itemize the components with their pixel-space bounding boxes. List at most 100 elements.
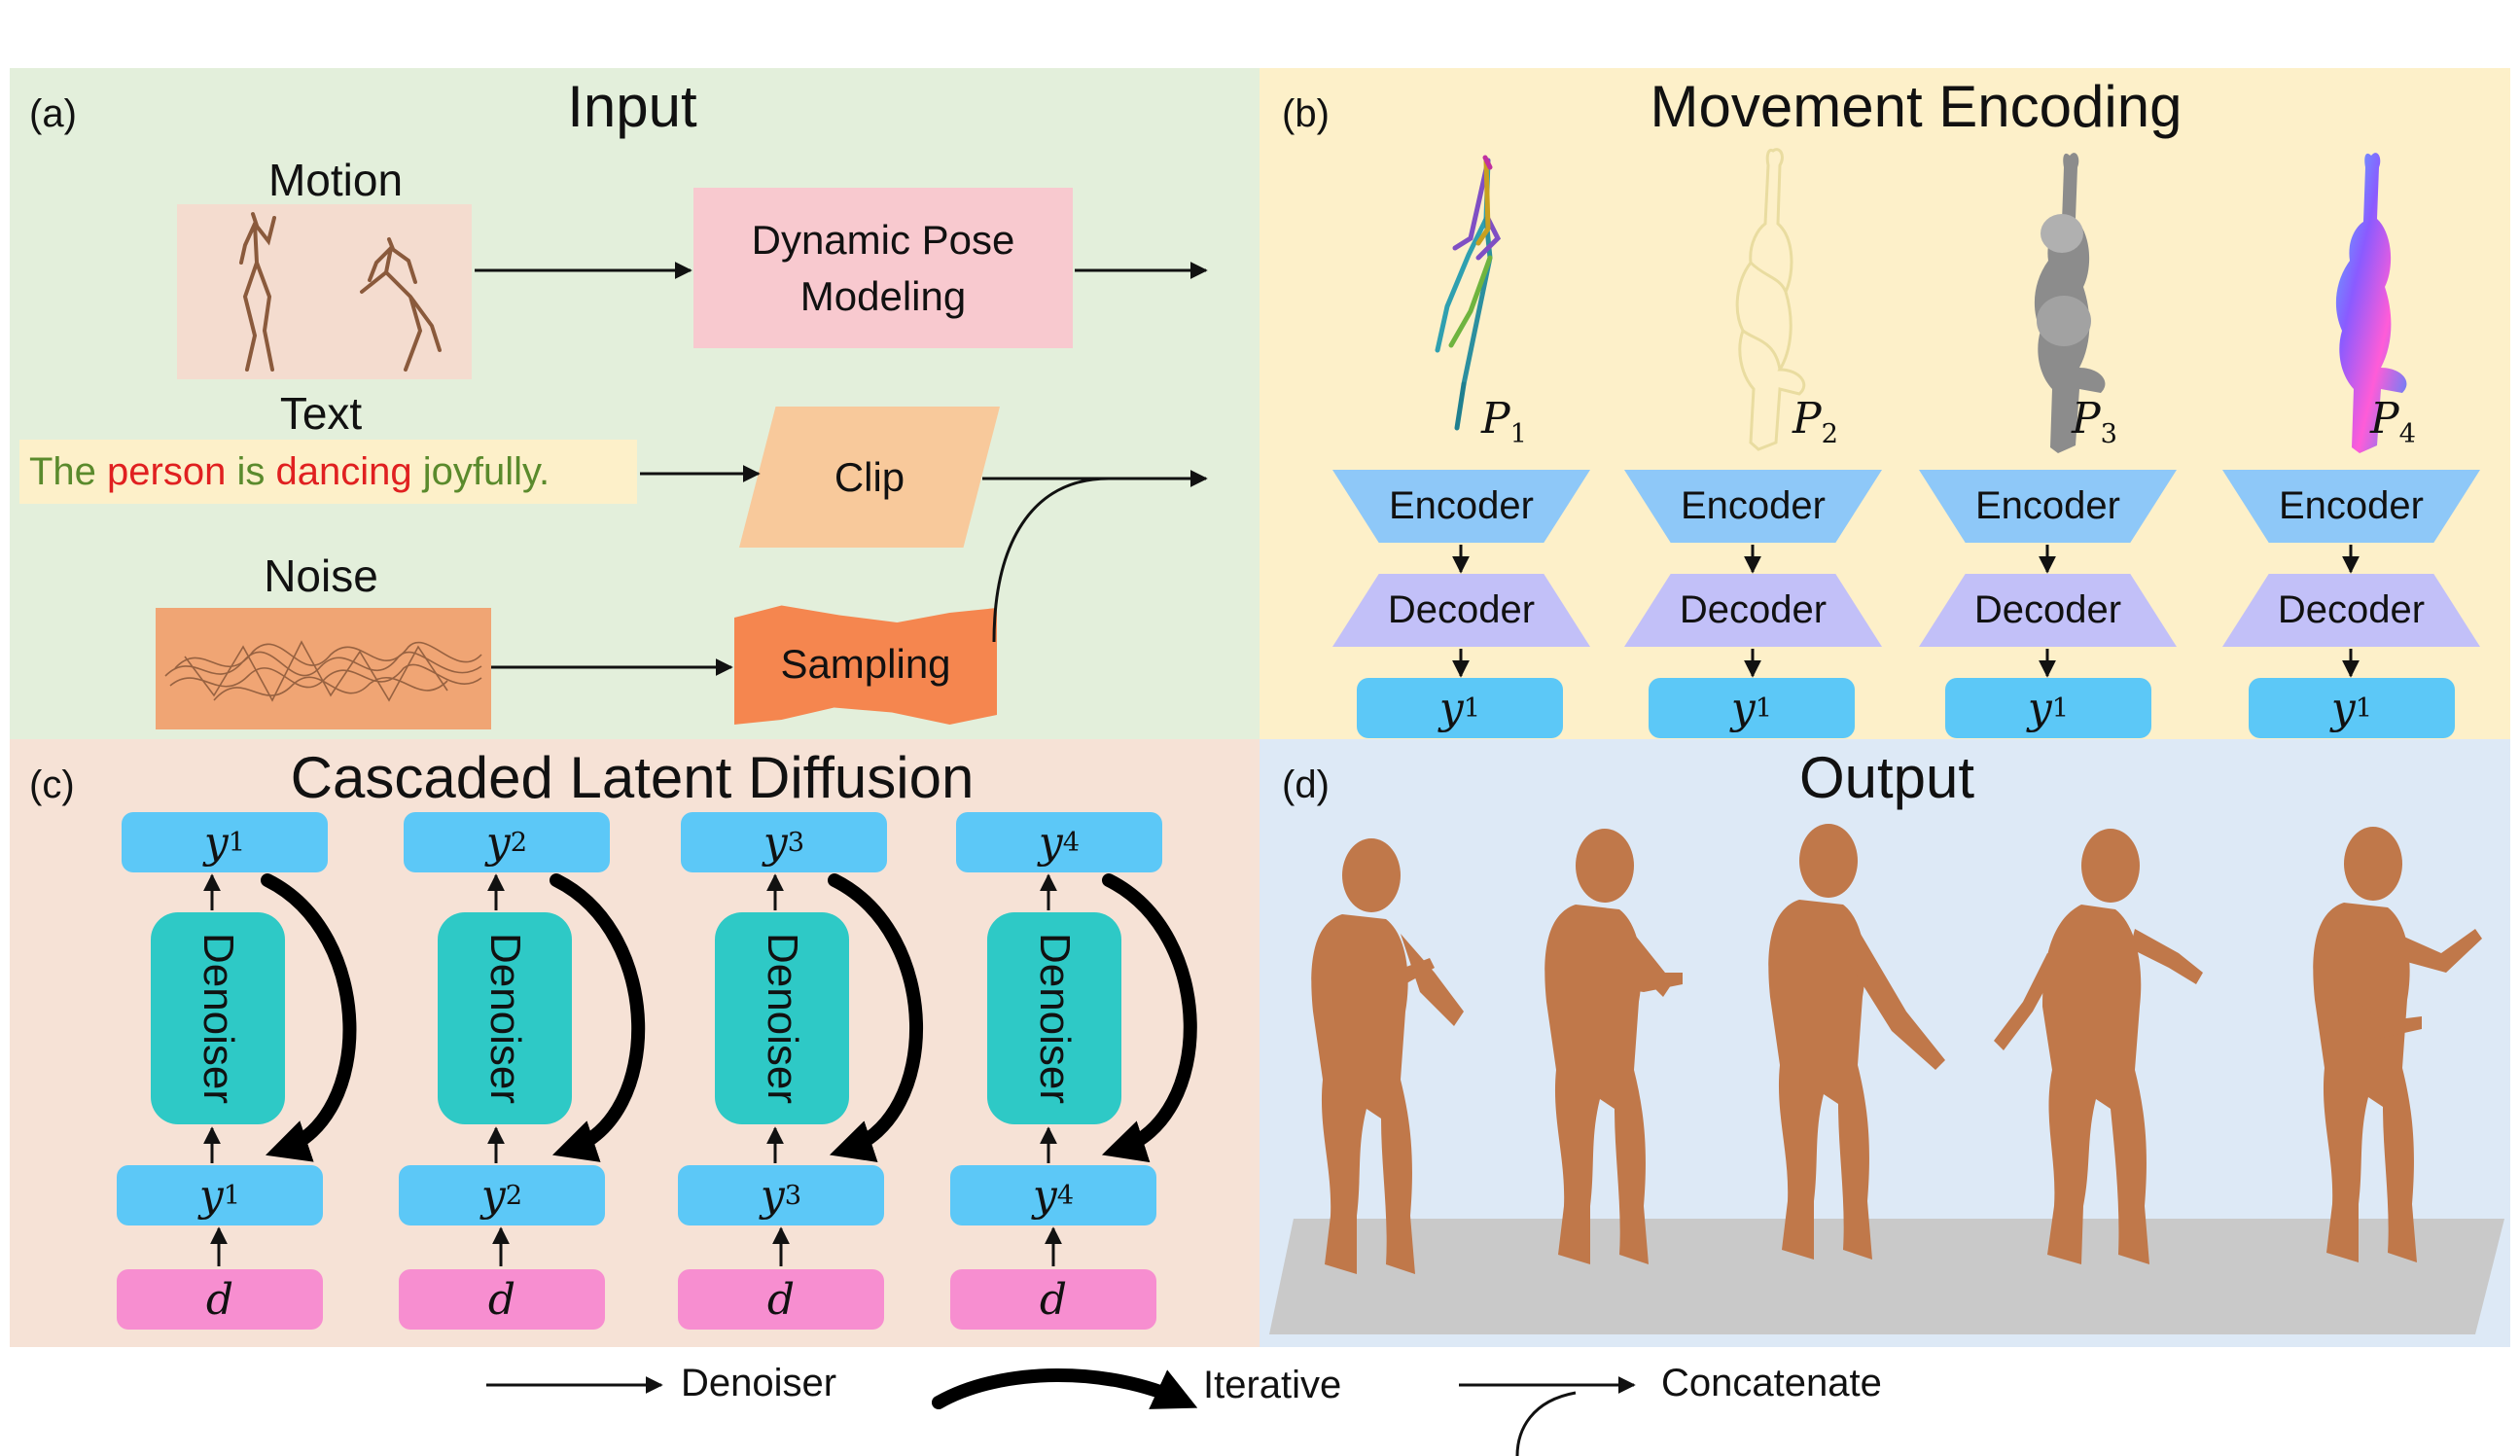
d-3-label: d xyxy=(766,1274,796,1325)
human-figure-1 xyxy=(1311,838,1464,1274)
top-y1-base: y xyxy=(203,817,229,868)
sampling-box: Sampling xyxy=(734,605,997,725)
decoder-2-label: Decoder xyxy=(1679,588,1828,631)
decoder-2: Decoder xyxy=(1624,574,1882,647)
iterative-arrow-4 xyxy=(1101,873,1197,1163)
legend-iterative-arrow xyxy=(932,1368,1198,1409)
motion-label: Motion xyxy=(267,155,404,205)
encoder-2-label: Encoder xyxy=(1681,484,1826,527)
p2-label: P2 xyxy=(1792,394,1838,449)
top-y4-sub: 4 xyxy=(1062,827,1081,858)
bot-y2-sub: 2 xyxy=(505,1180,523,1211)
iterative-arrow-3 xyxy=(828,873,924,1162)
panel-d-tag: (d) xyxy=(1282,764,1330,806)
noise-label: Noise xyxy=(264,550,378,601)
p3-label: P3 xyxy=(2072,394,2117,449)
decoder-3: Decoder xyxy=(1919,574,2177,647)
decoder-1-label: Decoder xyxy=(1387,588,1536,631)
encoder-1: Encoder xyxy=(1332,470,1590,543)
denoiser-4: Denoiser xyxy=(987,912,1121,1124)
p2-sub: 2 xyxy=(1821,418,1838,449)
human-figure-4 xyxy=(1994,829,2203,1264)
prompt-word-is: is xyxy=(226,449,276,493)
gray-mesh-body-icon xyxy=(2034,153,2106,453)
prompt-word-joyfully: joyfully. xyxy=(411,449,550,493)
top-y4-base: y xyxy=(1038,817,1063,868)
panel-d-title: Output xyxy=(1798,745,1975,810)
prompt-word-person: person xyxy=(107,449,227,493)
bot-y4-base: y xyxy=(1032,1170,1057,1221)
d-4-label: d xyxy=(1039,1274,1068,1325)
encoder-3-label: Encoder xyxy=(1975,484,2120,527)
human-figure-2 xyxy=(1544,829,1683,1264)
dancing-skeleton-icon xyxy=(239,212,442,372)
panel-c-tag: (c) xyxy=(29,764,75,806)
enc-y3-sub: 1 xyxy=(2051,692,2070,724)
legend-concatenate-label: Concatenate xyxy=(1661,1362,1882,1404)
clip-label: Clip xyxy=(834,453,905,500)
bot-y3-sub: 3 xyxy=(784,1180,802,1211)
panel-b-title: Movement Encoding xyxy=(1650,74,2183,139)
encoder-4: Encoder xyxy=(2222,470,2480,543)
skeleton-icon xyxy=(1435,155,1502,431)
d-input-1: d xyxy=(117,1269,323,1330)
text-label: Text xyxy=(279,388,363,439)
enc-y1-sub: 1 xyxy=(1463,692,1481,724)
p1-base: P xyxy=(1481,394,1510,444)
bot-y3-base: y xyxy=(760,1170,785,1221)
panel-a-tag: (a) xyxy=(29,92,77,135)
p4-label: P4 xyxy=(2370,394,2416,449)
bot-y1-base: y xyxy=(198,1170,224,1221)
color-mesh-body-icon xyxy=(2335,153,2407,453)
decoder-4: Decoder xyxy=(2222,574,2480,647)
iterative-arrow-1 xyxy=(261,873,357,1162)
dynamic-pose-modeling-box: Dynamic Pose Modeling xyxy=(693,188,1073,348)
outline-body-icon xyxy=(1735,148,1806,451)
d-2-label: d xyxy=(487,1274,516,1325)
bot-y2-base: y xyxy=(480,1170,506,1221)
legend-denoiser-label: Denoiser xyxy=(681,1362,837,1404)
decoder-1: Decoder xyxy=(1332,574,1590,647)
enc-y4-base: y xyxy=(2330,683,2356,733)
top-y1-sub: 1 xyxy=(228,827,246,858)
denoiser-1: Denoiser xyxy=(151,912,285,1124)
enc-y2-base: y xyxy=(1730,683,1756,733)
text-prompt: The person is dancing joyfully. xyxy=(19,450,550,494)
p4-base: P xyxy=(2370,394,2399,444)
panel-b-tag: (b) xyxy=(1282,92,1330,135)
arrow-sampling-concatenate xyxy=(992,477,1110,643)
legend-concatenate-curve xyxy=(1515,1391,1577,1456)
p4-sub: 4 xyxy=(2398,418,2416,449)
panel-c-title: Cascaded Latent Diffusion xyxy=(290,745,975,810)
iterative-arrow-2 xyxy=(550,873,646,1162)
prompt-word-the: The xyxy=(29,449,108,493)
bot-y1-sub: 1 xyxy=(223,1180,241,1211)
encoder-3: Encoder xyxy=(1919,470,2177,543)
sampling-label: Sampling xyxy=(780,640,951,687)
legend-iterative-label: Iterative xyxy=(1203,1364,1342,1406)
decoder-4-label: Decoder xyxy=(2277,588,2426,631)
encoder-1-label: Encoder xyxy=(1389,484,1534,527)
enc-y1-base: y xyxy=(1438,683,1464,733)
d-input-4: d xyxy=(950,1269,1156,1330)
dynamic-pose-modeling-label: Dynamic Pose Modeling xyxy=(751,216,1015,319)
top-y2-base: y xyxy=(485,817,511,868)
p1-label: P1 xyxy=(1481,394,1527,449)
p3-base: P xyxy=(2072,394,2101,444)
noise-surface-icon xyxy=(164,640,482,702)
top-y2-sub: 2 xyxy=(510,827,528,858)
